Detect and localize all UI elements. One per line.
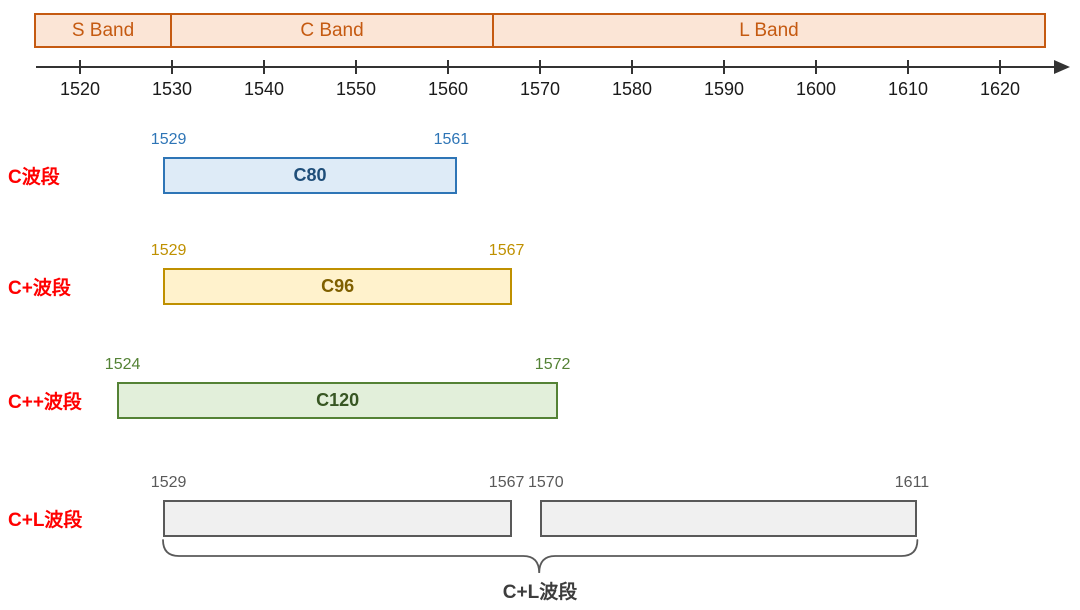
axis-arrowhead-icon: [1054, 60, 1070, 74]
axis-tick-label: 1570: [519, 79, 561, 99]
segment-start-label: 1529: [150, 131, 187, 148]
band-segment: C96: [162, 268, 513, 305]
axis-tick-label: 1600: [795, 79, 837, 99]
segment-end-label: 1572: [534, 356, 571, 373]
segment-end-label: 1567: [488, 474, 525, 491]
band-segment: C120: [116, 382, 559, 419]
band-segment: C80: [162, 157, 458, 194]
segment-end-label: 1567: [488, 242, 525, 259]
band-row-label: C+L波段: [8, 510, 83, 531]
axis-tick-label: 1540: [243, 79, 285, 99]
band-row-label: C+波段: [8, 278, 71, 299]
band-segment: [162, 500, 513, 537]
band-segment: [540, 500, 918, 537]
band-bar-segment: S Band: [34, 13, 172, 48]
band-bar-segment: L Band: [492, 13, 1046, 48]
band-segment-name: C120: [316, 390, 360, 410]
brace-label: C+L波段: [502, 582, 578, 603]
axis-tick-label: 1550: [335, 79, 377, 99]
band-segment-name: C80: [293, 165, 327, 185]
segment-end-label: 1611: [894, 474, 930, 491]
segment-start-label: 1570: [528, 474, 564, 491]
segment-start-label: 1529: [150, 242, 187, 259]
band-row-label: C波段: [8, 167, 60, 188]
curly-brace: [161, 539, 919, 574]
axis-tick-label: 1620: [979, 79, 1021, 99]
segment-end-label: 1561: [433, 131, 470, 148]
axis-tick-label: 1520: [59, 79, 101, 99]
segment-start-label: 1529: [150, 474, 187, 491]
axis-tick-label: 1530: [151, 79, 193, 99]
axis-tick-label: 1560: [427, 79, 469, 99]
band-row-label: C++波段: [8, 392, 82, 413]
band-bar-segment-label: S Band: [71, 19, 135, 41]
axis-tick-label: 1610: [887, 79, 929, 99]
band-bar-segment-label: L Band: [739, 19, 799, 41]
segment-start-label: 1524: [104, 356, 141, 373]
wavelength-axis: [36, 60, 1070, 74]
band-bar: S Band C Band L Band: [0, 13, 1080, 48]
band-bar-segment-label: C Band: [300, 19, 364, 41]
curly-brace-path: [161, 539, 919, 574]
axis-tick-label: 1580: [611, 79, 653, 99]
band-segment-name: C96: [321, 276, 355, 296]
band-bar-segment: C Band: [170, 13, 494, 48]
axis-tick-label: 1590: [703, 79, 745, 99]
